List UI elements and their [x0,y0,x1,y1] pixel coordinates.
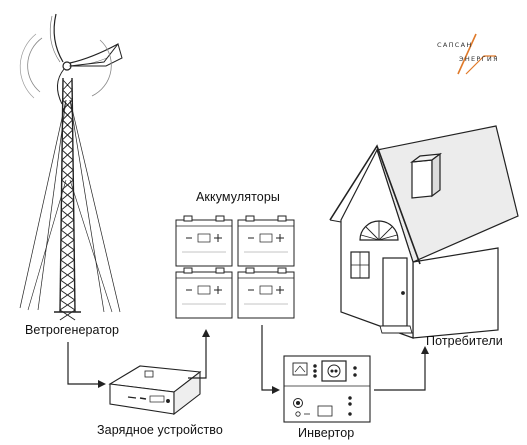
wind-generator-label: Ветрогенератор [25,323,120,337]
arrow-icon [67,325,429,394]
arrow-batteries-to-inverter [261,325,280,394]
battery-icon [237,215,295,267]
battery-bank [175,215,295,319]
batteries-label: Аккумуляторы [196,190,280,204]
brand-logo-icon [457,33,496,75]
battery-icon [175,215,233,267]
arrow-wind-to-charger [67,342,106,388]
battery-icon [237,267,295,319]
brand-logo: САПСАН ЭНЕРГИЯ [437,36,517,76]
brand-name: САПСАН [437,41,473,49]
arrow-inverter-to-house [374,346,429,391]
brand-tagline: ЭНЕРГИЯ [459,55,499,63]
inverter-label: Инвертор [298,426,355,440]
charger-icon [108,365,202,416]
charger-label: Зарядное устройство [97,423,223,437]
consumers-label: Потребители [426,334,503,348]
wind-turbine-icon [19,13,123,321]
arrow-charger-to-batteries [188,329,210,379]
battery-icon [175,267,233,319]
house-icon [329,125,519,339]
inverter-icon [283,355,371,423]
